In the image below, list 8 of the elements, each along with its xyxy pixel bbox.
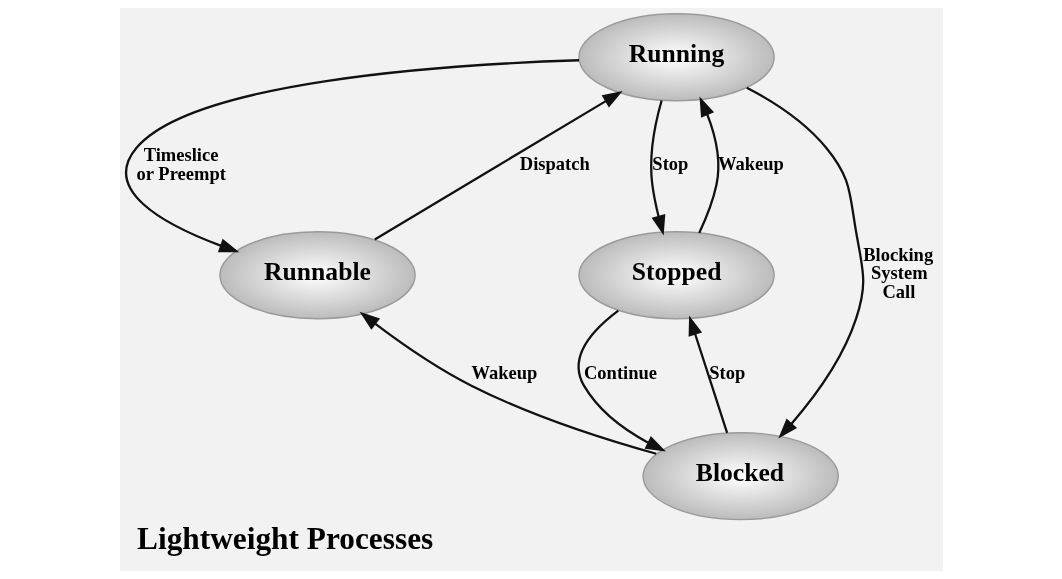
edge-label: Continue xyxy=(583,362,657,384)
edge-label: Stop xyxy=(708,362,745,384)
diagram-title: Lightweight Processes xyxy=(136,520,433,556)
edge-label: Stop xyxy=(651,152,688,174)
edge-label: Wakeup xyxy=(470,362,537,384)
edge-label: Dispatch xyxy=(519,152,590,174)
edge-label: Blocking System Call xyxy=(862,243,933,302)
edge-label: Timeslice or Preempt xyxy=(136,144,226,184)
